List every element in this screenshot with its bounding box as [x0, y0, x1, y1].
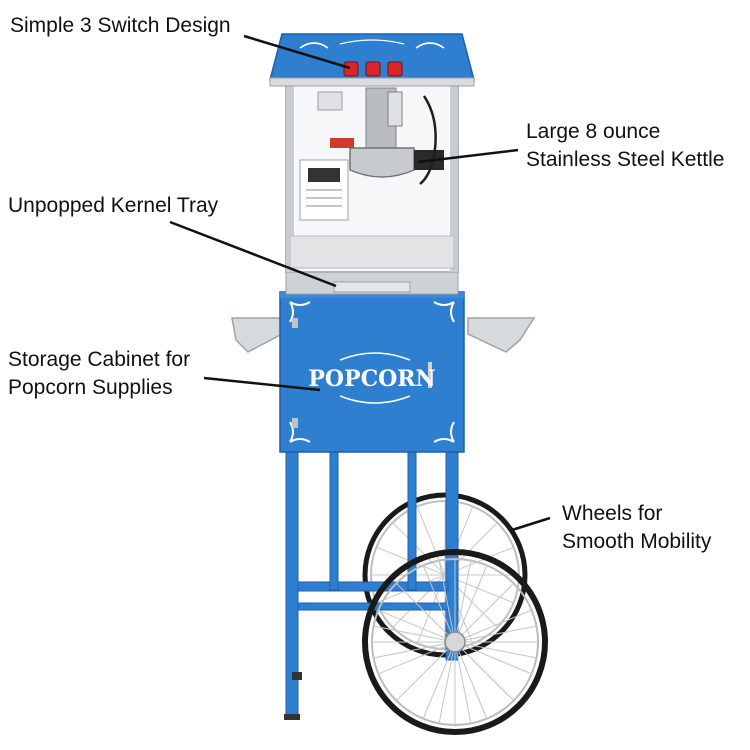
cart-roof	[269, 33, 475, 87]
cabinet-label-line1: Storage Cabinet for	[8, 348, 191, 371]
cabinet-leader-line	[203, 376, 321, 392]
kettle-label-line1: Large 8 ounce	[526, 120, 661, 143]
leg-foot-rear	[292, 672, 302, 680]
kettle-label-line2: Stainless Steel Kettle	[526, 148, 725, 171]
cabinet-sign: POPCORN	[308, 366, 435, 392]
storage-cabinet	[279, 291, 465, 453]
wheels-label-line2: Smooth Mobility	[562, 530, 712, 553]
front-wheel	[362, 549, 548, 735]
kettle-leader-line	[417, 148, 519, 164]
kettle	[317, 87, 444, 185]
switch-leader-line	[243, 34, 351, 70]
side-shelves	[231, 317, 536, 353]
cabinet-label-line2: Popcorn Supplies	[8, 376, 173, 399]
leg-foot	[284, 714, 300, 720]
wheels-label-line1: Wheels for	[562, 502, 663, 525]
back-wheel	[362, 492, 528, 658]
switch-design-label: Simple 3 Switch Design	[10, 14, 231, 37]
tray-leader-line	[169, 220, 337, 288]
kernel-tray-label: Unpopped Kernel Tray	[8, 194, 219, 217]
wheels-leader-line	[511, 516, 551, 532]
power-switches	[343, 61, 403, 77]
